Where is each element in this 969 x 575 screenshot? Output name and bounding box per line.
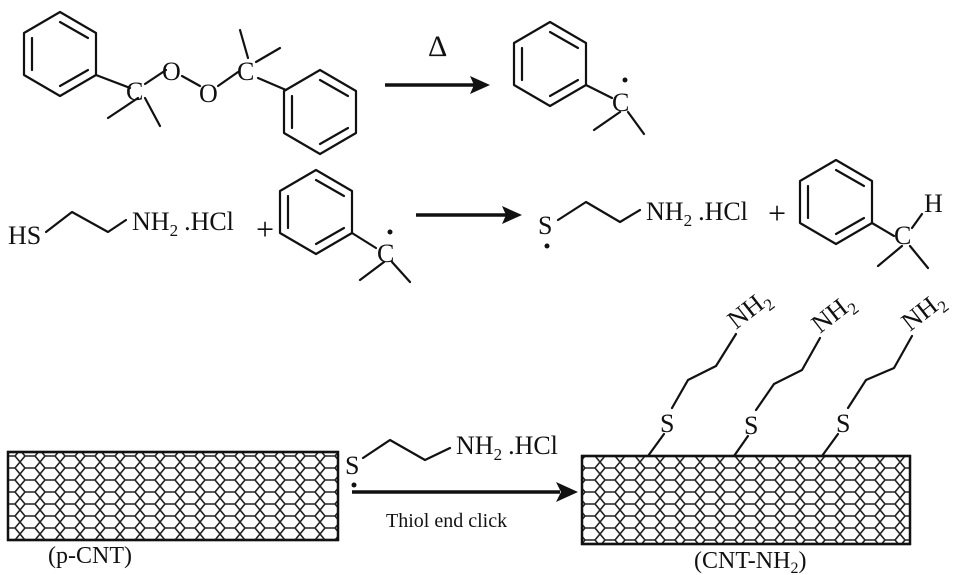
sulfur-label: S bbox=[836, 409, 850, 438]
methyl-bond bbox=[626, 110, 646, 136]
cnt-nh2-label: (CNT-NH2) bbox=[694, 548, 806, 575]
benzene-ring bbox=[512, 20, 588, 108]
sulfur-label: S bbox=[345, 451, 359, 480]
carbon-label: C bbox=[377, 239, 394, 268]
radical-dot bbox=[622, 77, 628, 83]
sulfur-label: S bbox=[744, 411, 758, 440]
benzene-ring bbox=[278, 168, 354, 256]
functionalized-cnt: S NH2 S NH2 S NH2 bbox=[580, 284, 953, 546]
amine-label: NH2 bbox=[806, 288, 863, 342]
bond bbox=[350, 231, 378, 250]
benzene-ring-left bbox=[22, 10, 98, 98]
oxygen-label: O bbox=[199, 79, 218, 108]
benzene-ring-inner bbox=[286, 178, 346, 246]
arrowhead bbox=[470, 76, 490, 94]
nanotube-body bbox=[6, 450, 340, 542]
benzene-ring-inner bbox=[806, 168, 866, 236]
methyl-bond bbox=[390, 260, 412, 284]
methyl-bond bbox=[254, 46, 282, 64]
carbon-label: C bbox=[126, 77, 143, 106]
bond bbox=[94, 73, 132, 90]
cs-bond bbox=[646, 432, 666, 458]
methyl-bond bbox=[876, 244, 904, 268]
methyl-bond bbox=[238, 28, 250, 60]
amine-label: NH2 bbox=[722, 284, 779, 338]
methyl-bond bbox=[592, 110, 622, 132]
cumyl-radical-reagent: C bbox=[278, 168, 412, 284]
cs-bond bbox=[732, 434, 750, 458]
ethylene-chain bbox=[44, 210, 128, 234]
ethylene-chain bbox=[361, 438, 452, 462]
peroxide-bond bbox=[180, 74, 202, 88]
heat-arrow: Δ bbox=[385, 30, 490, 94]
methyl-bond bbox=[106, 96, 140, 120]
amine-chain: S NH2 bbox=[646, 284, 779, 458]
radical-dot bbox=[387, 229, 393, 235]
sulfur-label: S bbox=[660, 409, 674, 438]
benzene-ring-right-inner bbox=[290, 78, 350, 146]
amine-label: NH2.HCl bbox=[132, 207, 234, 240]
thiol-label: HS bbox=[8, 221, 41, 250]
sulfur-label: S bbox=[538, 211, 552, 240]
dicumyl-peroxide: C O O C bbox=[22, 10, 358, 156]
arrowhead bbox=[502, 206, 522, 224]
bond bbox=[584, 83, 614, 100]
bond bbox=[870, 221, 896, 238]
oxygen-label: O bbox=[162, 57, 181, 86]
p-cnt-label: (p-CNT) bbox=[48, 543, 132, 569]
benzene-ring bbox=[798, 158, 874, 246]
arrow-label: Thiol end click bbox=[386, 510, 507, 532]
radical-dot bbox=[544, 243, 550, 249]
bond bbox=[216, 70, 240, 88]
amine-label: NH2.HCl bbox=[456, 431, 558, 464]
carbon-label: C bbox=[894, 221, 911, 250]
click-arrow: Thiol end click bbox=[352, 482, 578, 532]
bond bbox=[910, 212, 924, 230]
benzene-ring-inner bbox=[520, 30, 580, 98]
thiyl-radical-product: S NH2.HCl bbox=[538, 197, 748, 249]
cumyl-radical-product: C bbox=[512, 20, 646, 136]
bond bbox=[143, 68, 168, 86]
arrowhead bbox=[556, 482, 578, 502]
methyl-bond bbox=[908, 244, 930, 270]
radical-dot bbox=[351, 482, 357, 488]
thiyl-reagent: S NH2.HCl bbox=[345, 431, 558, 488]
benzene-ring-right bbox=[282, 68, 358, 156]
ethylene-chain bbox=[670, 332, 738, 410]
reaction2-arrow bbox=[416, 206, 522, 224]
methyl-bond bbox=[358, 260, 386, 282]
ethylene-chain bbox=[846, 334, 914, 410]
bond bbox=[256, 76, 288, 92]
methyl-bond bbox=[143, 96, 162, 128]
plus-sign: + bbox=[768, 195, 786, 231]
hydrogen-label: H bbox=[924, 189, 943, 218]
amine-label: NH2 bbox=[896, 286, 953, 340]
pristine-cnt bbox=[6, 450, 340, 542]
cumene-product: C H bbox=[798, 158, 943, 270]
plus-sign: + bbox=[256, 211, 274, 247]
cysteamine-hydrochloride: HS NH2.HCl bbox=[8, 207, 234, 250]
ethylene-chain bbox=[754, 336, 822, 412]
carbon-label: C bbox=[237, 57, 254, 86]
amine-label: NH2.HCl bbox=[646, 197, 748, 230]
heat-symbol: Δ bbox=[428, 30, 447, 63]
carbon-label: C bbox=[612, 88, 629, 117]
ethylene-chain bbox=[556, 200, 642, 224]
cs-bond bbox=[820, 432, 840, 458]
nanotube-body bbox=[580, 454, 912, 546]
benzene-ring-left-inner bbox=[30, 20, 90, 88]
